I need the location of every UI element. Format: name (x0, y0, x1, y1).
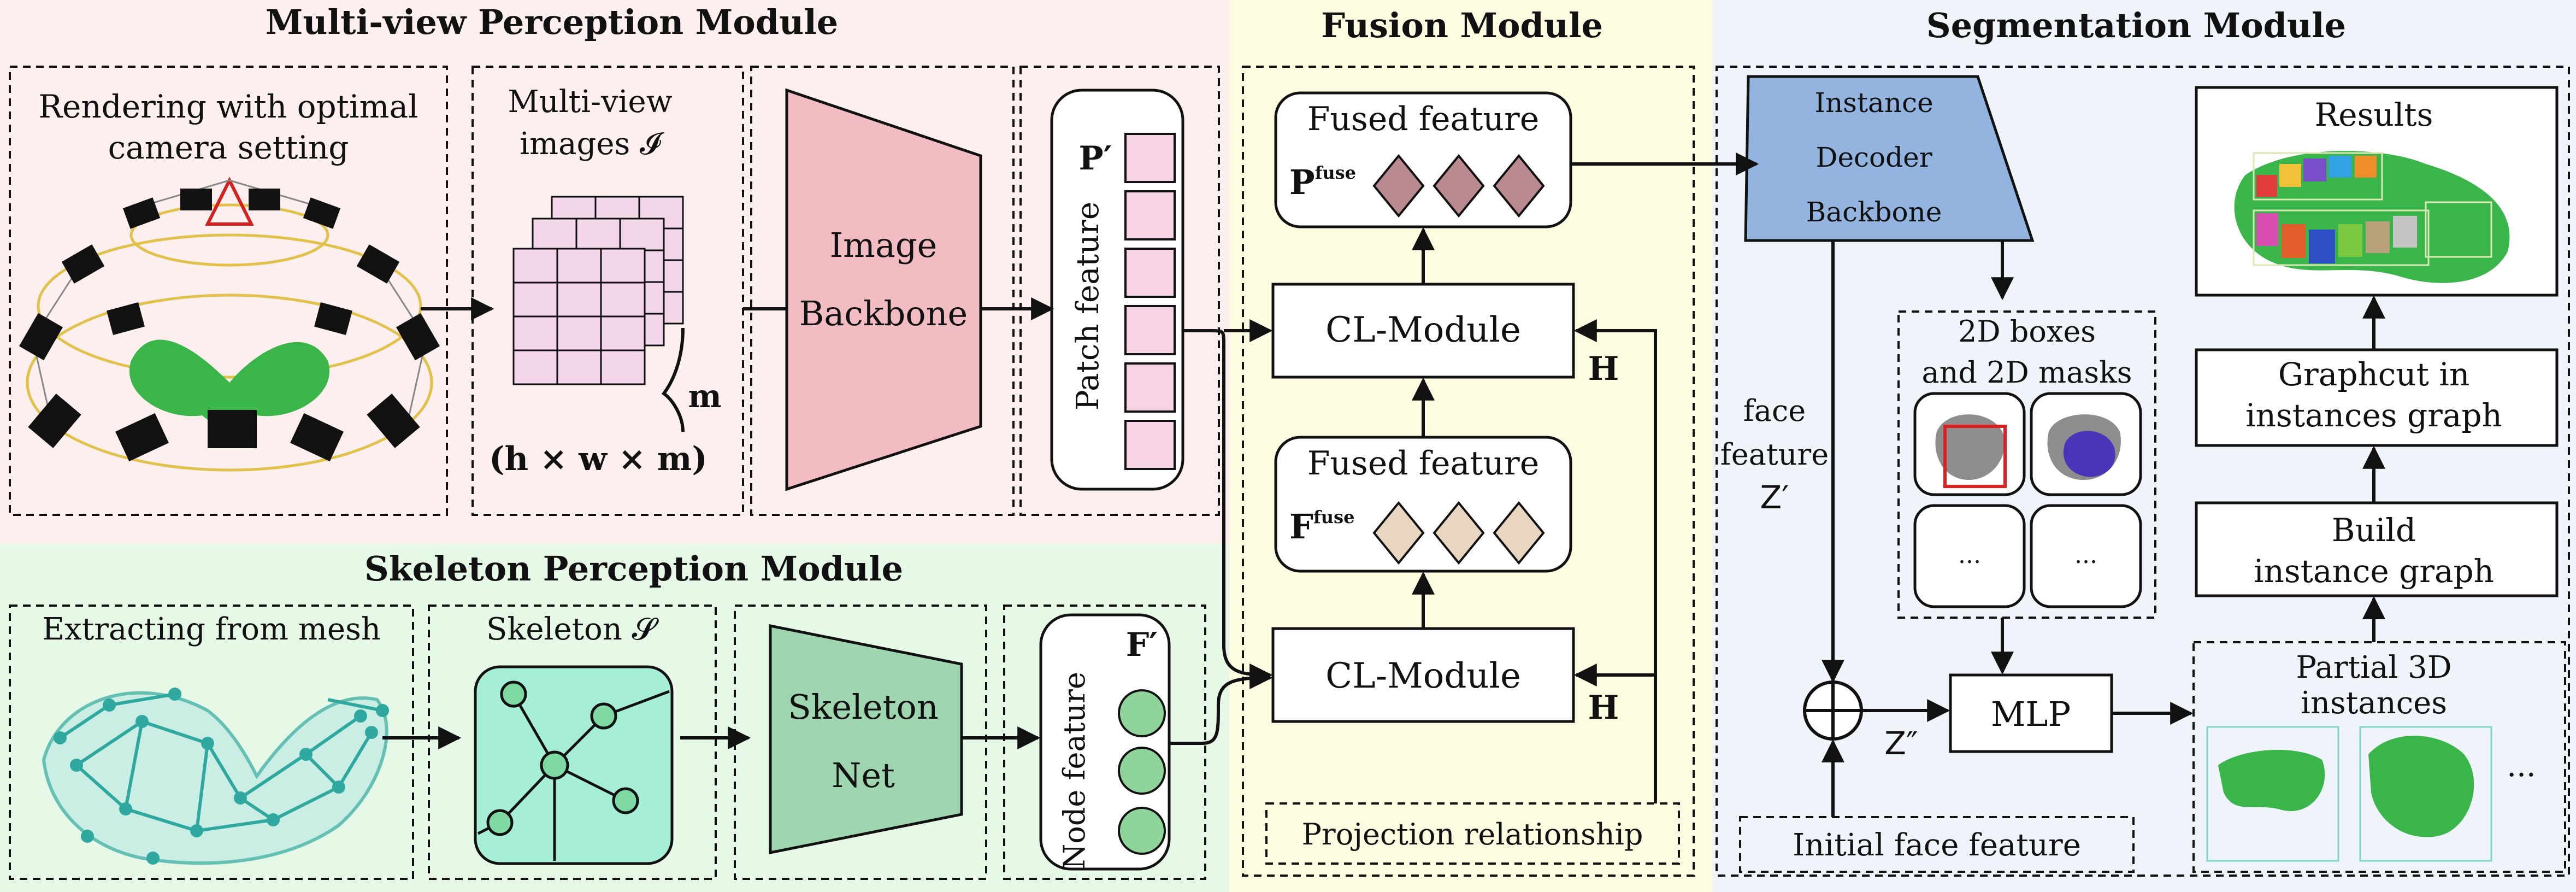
graphcut-box (2195, 348, 2559, 447)
skeleton-net-label-line2: Net (832, 755, 895, 795)
image-stack (512, 196, 684, 385)
dims-label: (h × w × m) (489, 440, 708, 478)
fusion-outer-box (1242, 66, 1695, 877)
face-feature-label-line1: face (1743, 394, 1806, 428)
initial-face-box (1739, 816, 2135, 873)
skeleton-mesh-illustration (42, 691, 388, 865)
boxes-label-line2: and 2D masks (1921, 355, 2132, 390)
initial-face-label: Initial face feature (1793, 828, 2081, 863)
build-label-line1: Build (2332, 512, 2416, 549)
fused-feature-top-label: Fused feature (1307, 100, 1539, 138)
pfuse-diamonds (1372, 154, 1545, 218)
z-double-label: Z″ (1884, 725, 1918, 762)
multiview-images-box (471, 66, 744, 516)
gray-mask-1 (1935, 414, 2005, 480)
face-feature-label-line2: feature (1720, 437, 1829, 472)
patch-cells (1124, 133, 1176, 470)
rendering-label-line2: camera setting (108, 129, 349, 166)
blue-mask (2063, 431, 2115, 477)
patch-feature-label: Patch feature (1070, 202, 1106, 410)
rendering-label-line1: Rendering with optimal (38, 88, 418, 125)
skeleton-s-box (428, 605, 717, 880)
boxes-masks-box (1897, 310, 2156, 619)
extracting-box (9, 605, 414, 880)
h-bottom-label: H (1588, 689, 1619, 727)
multiview-images-label-line2: images 𝓘 (520, 126, 665, 162)
skeleton-net-label-line1: Skeleton (788, 687, 938, 727)
decoder-label-line3: Backbone (1806, 196, 1942, 228)
cl-module-bottom-label: CL-Module (1325, 656, 1521, 696)
node-feature-label: Node feature (1057, 672, 1092, 870)
boxes-label-line1: 2D boxes (1958, 314, 2096, 349)
pfuse-panel (1274, 91, 1572, 228)
m-label: m (688, 378, 721, 415)
mlp-label: MLP (1991, 694, 2071, 734)
extracting-label: Extracting from mesh (42, 612, 381, 647)
h-top-label: H (1588, 350, 1619, 388)
partial-instances-box (2192, 641, 2566, 873)
decoder-label-line1: Instance (1814, 87, 1933, 119)
patch-feature-box (1019, 66, 1220, 516)
multiview-module-title: Multi-view Perception Module (266, 2, 838, 42)
image-backbone (785, 88, 982, 491)
graphcut-label-line2: instances graph (2245, 397, 2502, 434)
partial-ellipsis: ... (2507, 748, 2536, 784)
build-graph-box (2195, 501, 2559, 597)
skeleton-graph (477, 680, 670, 861)
skeleton-net (769, 624, 963, 855)
camera-rig-illustration (19, 177, 440, 472)
fused-feature-bottom-label: Fused feature (1307, 444, 1539, 483)
node-circles (1118, 689, 1166, 855)
results-label: Results (2315, 96, 2433, 133)
mask-ellipsis-2: ... (2074, 541, 2097, 569)
instance-decoder (1744, 75, 2035, 242)
partial-instance-2 (2359, 726, 2492, 862)
image-backbone-box (750, 66, 1015, 516)
arrow-node-to-cl-bottom (1169, 666, 1273, 745)
partial-instance-1 (2206, 726, 2339, 862)
m-brace (661, 327, 685, 432)
pfuse-symbol: Pfuse (1289, 162, 1356, 202)
projection-label: Projection relationship (1302, 817, 1643, 852)
arrow-projection-to-cl (1573, 319, 1657, 803)
ffuse-symbol: Ffuse (1289, 507, 1354, 547)
mlp-box[interactable] (1949, 673, 2113, 753)
red-box (1943, 425, 2007, 488)
cl-module-top-label: CL-Module (1325, 310, 1521, 350)
skeleton-mesh-nodes (54, 688, 389, 865)
skeleton-graph-panel (474, 665, 674, 865)
segmentation-module-title: Segmentation Module (1926, 5, 2346, 45)
node-feature-symbol: F′ (1126, 626, 1158, 664)
fusion-module-title: Fusion Module (1321, 5, 1603, 45)
cl-module-top[interactable] (1271, 283, 1575, 379)
image-backbone-label-line2: Backbone (799, 294, 968, 333)
mesh-green (129, 339, 330, 437)
skeleton-module-title: Skeleton Perception Module (364, 549, 903, 589)
partial-label-line2: instances (2301, 685, 2447, 721)
results-illustration (2234, 151, 2510, 283)
face-feature-label-line3: Z′ (1760, 479, 1789, 516)
decoder-label-line2: Decoder (1815, 142, 1932, 173)
patch-feature-symbol: P′ (1079, 139, 1112, 178)
arrow-patch-to-cl-top (1183, 329, 1273, 686)
multiview-images-label-line1: Multi-view (508, 84, 672, 120)
segmentation-outer-box (1716, 66, 2570, 877)
rendering-box (9, 66, 448, 516)
image-backbone-label-line1: Image (830, 225, 938, 265)
mask-ellipsis-1: ... (1958, 541, 1981, 569)
graphcut-label-line1: Graphcut in (2278, 356, 2470, 393)
build-label-line2: instance graph (2254, 553, 2494, 590)
partial-label-line1: Partial 3D (2296, 650, 2451, 685)
skeleton-s-label: Skeleton 𝓢 (486, 612, 659, 647)
ffuse-diamonds (1372, 501, 1545, 565)
